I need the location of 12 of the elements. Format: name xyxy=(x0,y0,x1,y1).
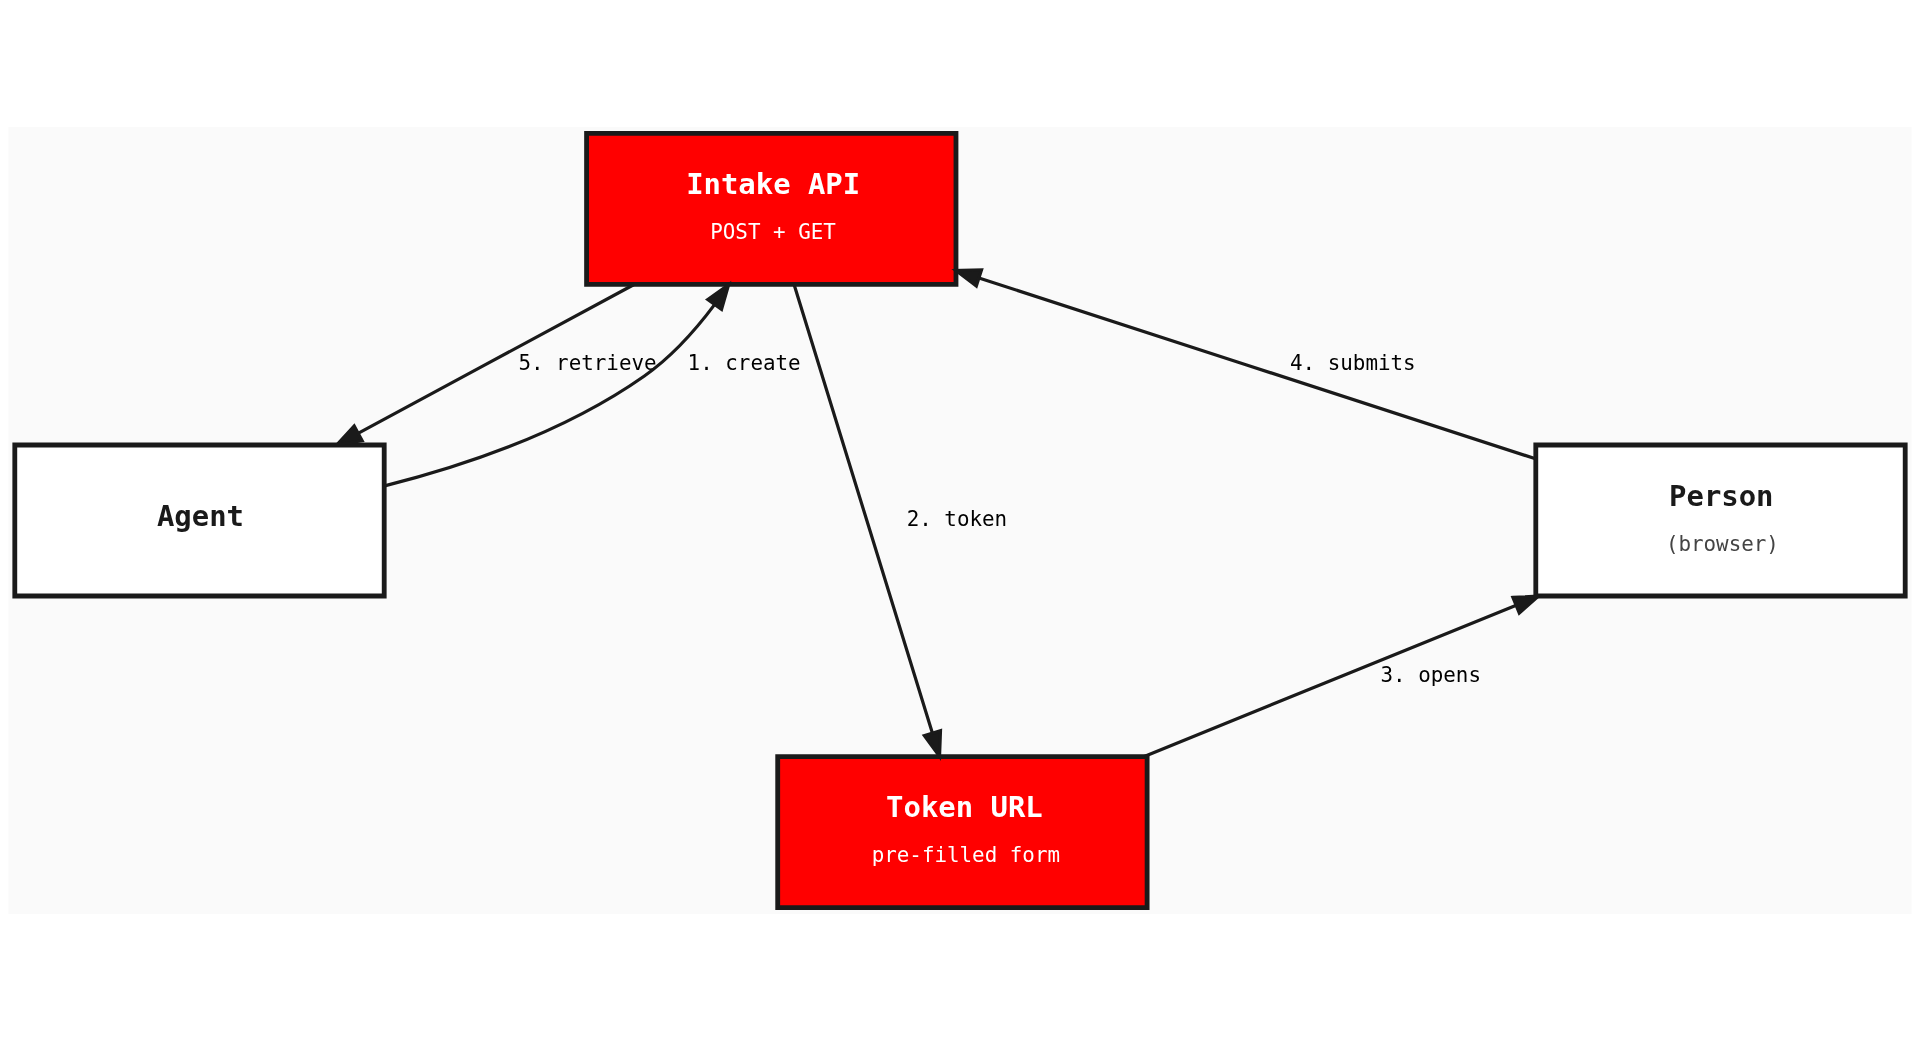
arrow xyxy=(792,283,943,761)
edge-label: 2. token xyxy=(906,506,1008,531)
node-box: Token URL pre-filled form xyxy=(775,753,1150,910)
edge-label: 4. submits xyxy=(1290,350,1416,375)
arrow xyxy=(951,267,1536,460)
node-box: Agent xyxy=(12,442,387,598)
edge-label: 3. opens xyxy=(1380,662,1481,687)
edge-label: 5. retrieve xyxy=(518,350,657,375)
node-box: Person (browser) xyxy=(1533,442,1908,598)
arrow xyxy=(384,280,732,487)
edge-label: 1. create xyxy=(687,350,801,375)
node-box: Intake API POST + GET xyxy=(584,130,959,287)
